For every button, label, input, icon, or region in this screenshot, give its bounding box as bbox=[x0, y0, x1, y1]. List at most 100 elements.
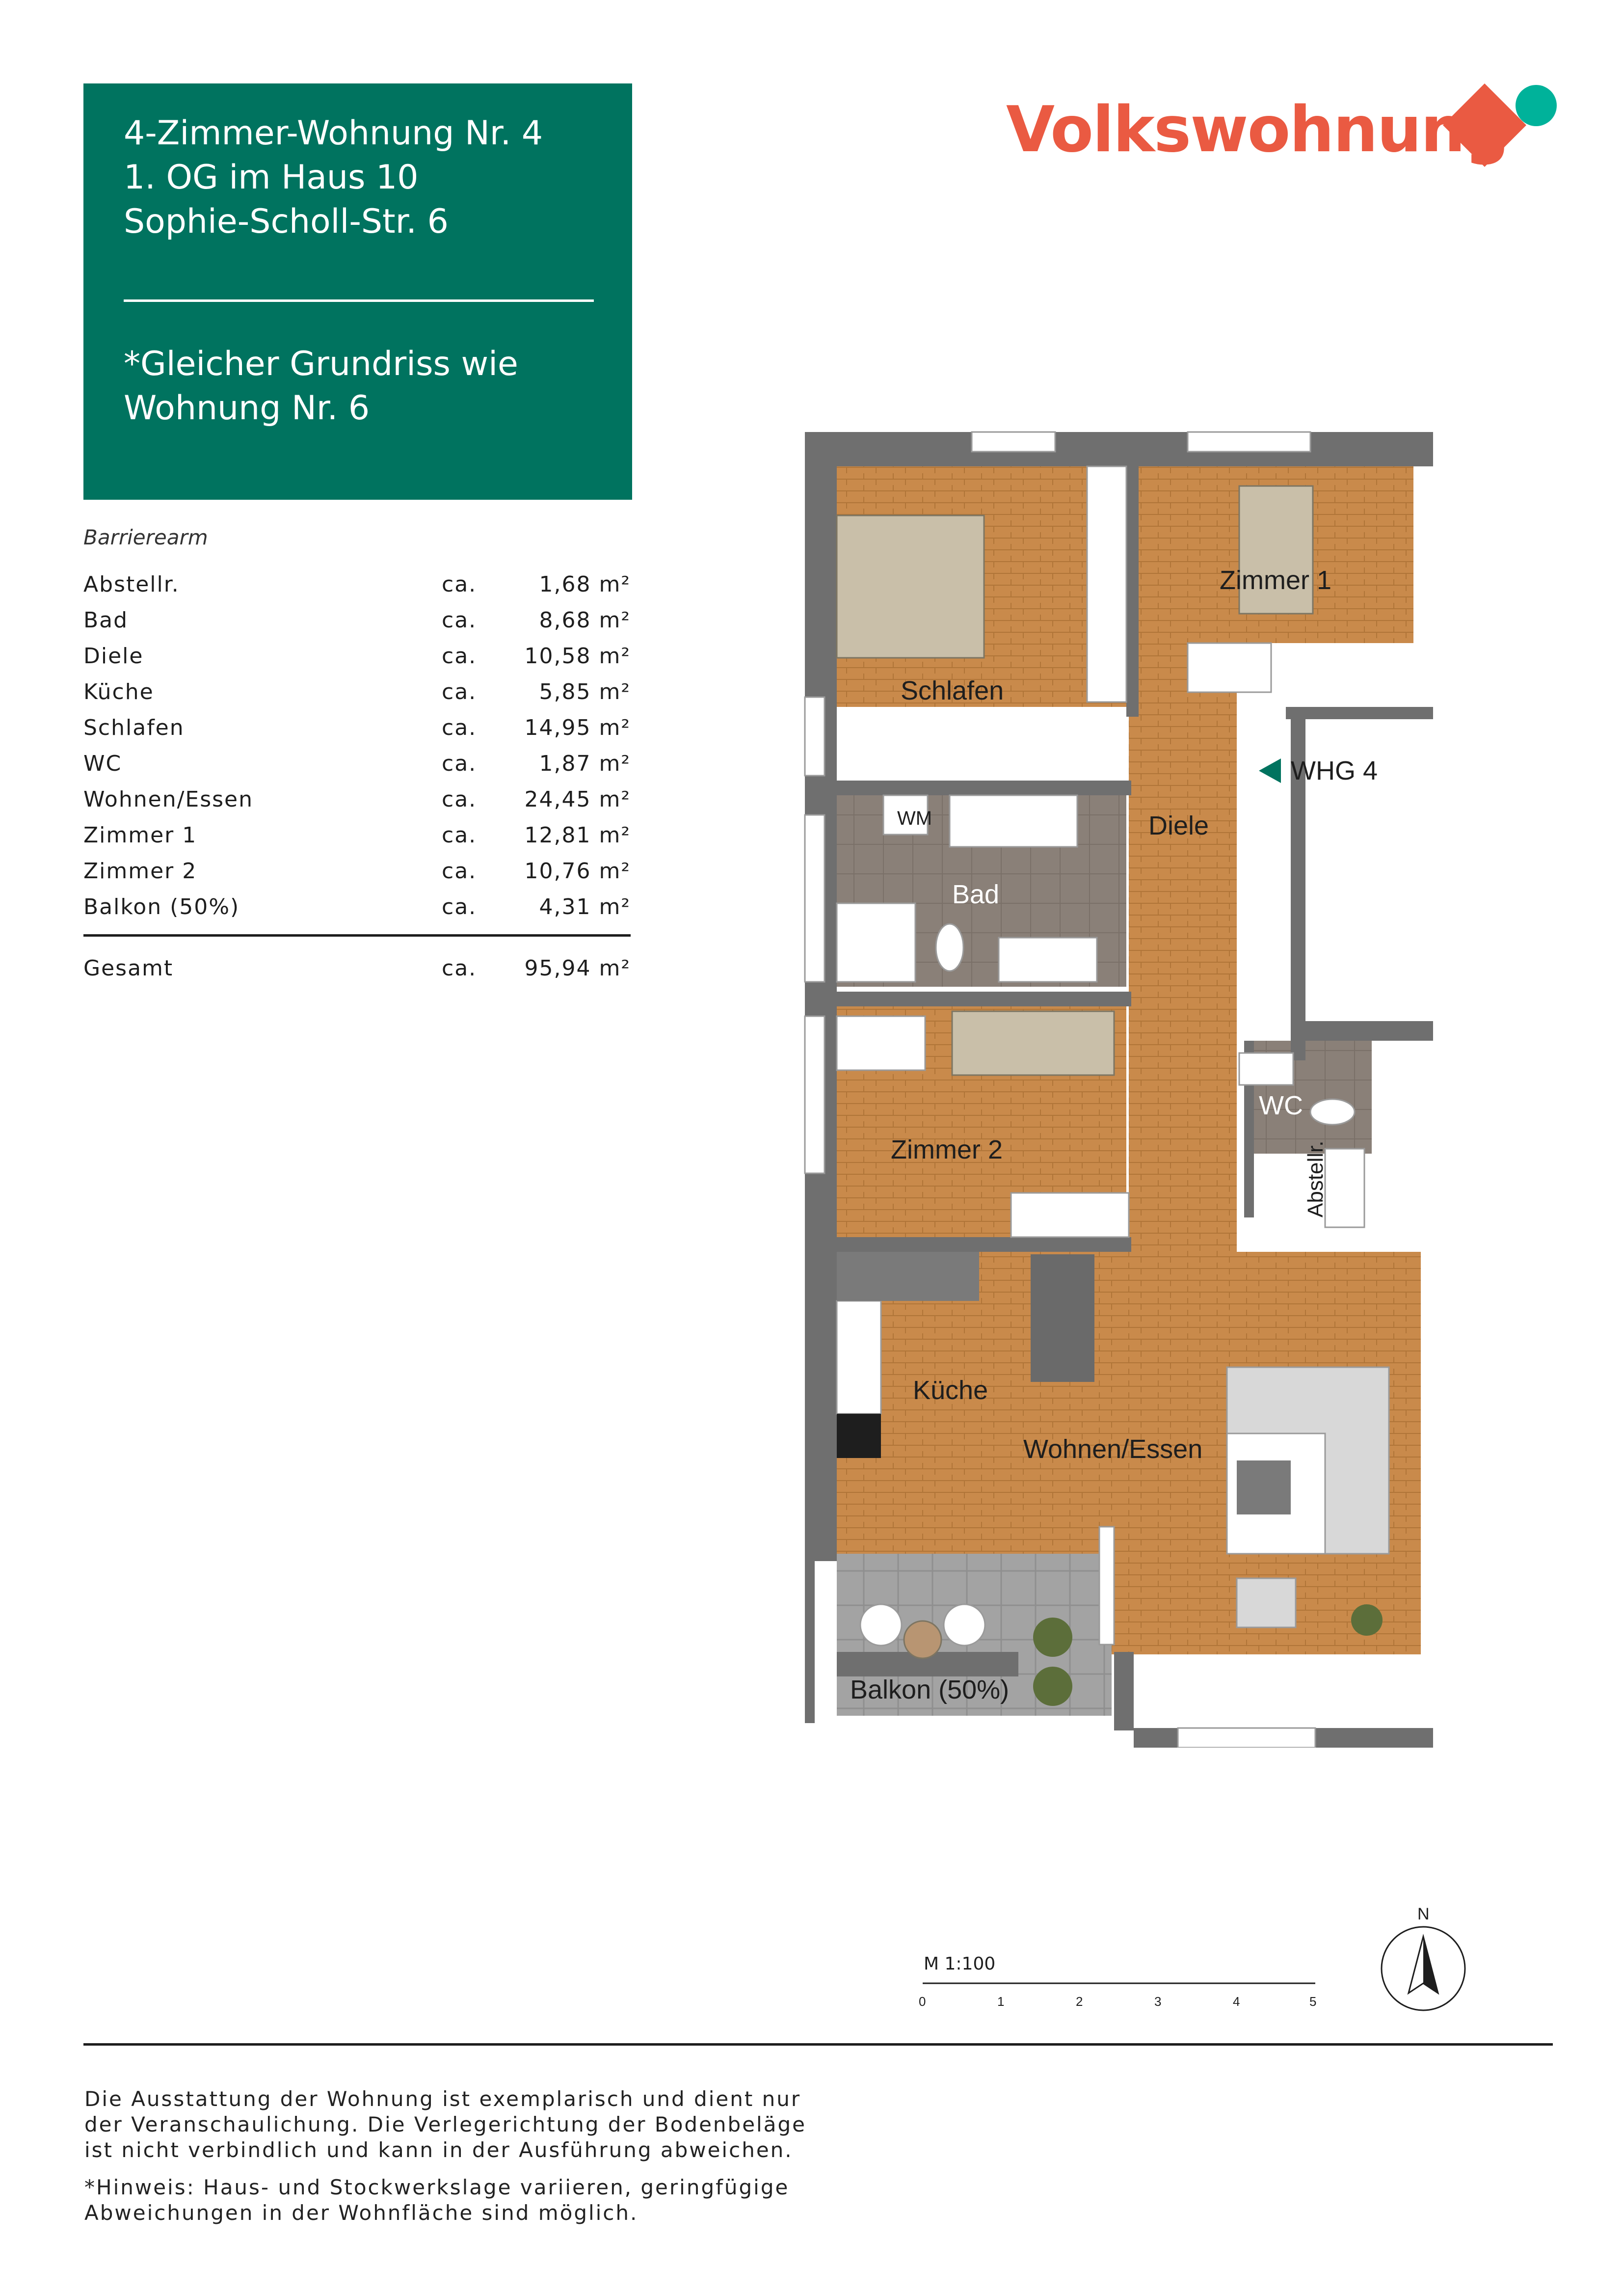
wall bbox=[1291, 707, 1305, 1060]
north-label: N bbox=[1417, 1905, 1430, 1923]
area-ca: ca. bbox=[442, 715, 477, 740]
floor-plan: Schlafen Zimmer 1 Diele Bad WM Zimmer 2 … bbox=[804, 431, 1433, 1748]
window bbox=[804, 814, 825, 983]
desk-zimmer2 bbox=[1010, 1192, 1130, 1238]
area-name: Bad bbox=[83, 608, 129, 633]
area-value: 1,87 m² bbox=[539, 751, 631, 776]
area-ca: ca. bbox=[442, 679, 477, 704]
area-value: 4,31 m² bbox=[539, 894, 631, 919]
wall bbox=[1126, 452, 1139, 717]
area-name: Abstellr. bbox=[83, 572, 180, 597]
total-name: Gesamt bbox=[83, 956, 174, 981]
window bbox=[1187, 431, 1311, 453]
wall bbox=[1286, 707, 1433, 719]
scale-tick-label: 3 bbox=[1154, 1994, 1161, 2009]
room-label-wm: WM bbox=[897, 808, 932, 829]
area-name: Küche bbox=[83, 679, 154, 704]
plant bbox=[1033, 1667, 1072, 1706]
wall bbox=[837, 781, 1131, 795]
balcony-table bbox=[903, 1620, 942, 1659]
wall bbox=[805, 432, 837, 1561]
room-label-schlafen: Schlafen bbox=[901, 676, 1004, 705]
logo-diamond bbox=[1443, 83, 1526, 167]
room-label-zimmer1: Zimmer 1 bbox=[1220, 566, 1331, 595]
toilet bbox=[935, 923, 964, 972]
balcony-chair bbox=[943, 1603, 986, 1647]
desk bbox=[1187, 642, 1272, 693]
compass-needle-shade bbox=[1423, 1937, 1438, 1993]
wardrobe bbox=[1086, 465, 1127, 703]
header-divider bbox=[124, 299, 594, 302]
scale-bar: 0 1 2 3 4 5 bbox=[919, 1982, 1316, 2009]
street-address: Sophie-Scholl-Str. 6 bbox=[124, 202, 449, 241]
apartment-title: 4-Zimmer-Wohnung Nr. 4 bbox=[124, 114, 543, 153]
compass-ring bbox=[1381, 1926, 1466, 2011]
area-table-divider bbox=[83, 934, 631, 937]
barrier-free-label: Barrierearm bbox=[83, 525, 208, 549]
room-label-diele: Diele bbox=[1148, 811, 1209, 840]
area-name: Zimmer 1 bbox=[83, 823, 197, 848]
window bbox=[1177, 1727, 1316, 1748]
area-name: Zimmer 2 bbox=[83, 859, 197, 884]
area-row: Diele ca. 10,58 m² bbox=[83, 644, 631, 679]
floor-house: 1. OG im Haus 10 bbox=[124, 158, 419, 197]
area-name: Diele bbox=[83, 644, 144, 669]
kitchen-counter bbox=[836, 1300, 882, 1415]
area-value: 10,58 m² bbox=[524, 644, 631, 669]
hint-line: *Hinweis: Haus- und Stockwerkslage varii… bbox=[84, 2175, 790, 2199]
area-value: 10,76 m² bbox=[524, 859, 631, 884]
double-sink bbox=[998, 937, 1098, 983]
volkswohnung-logo-text: Volkswohnung bbox=[1006, 93, 1509, 166]
window bbox=[971, 431, 1056, 453]
window bbox=[804, 1015, 825, 1174]
scale-tick-label: 2 bbox=[1076, 1994, 1083, 2009]
wall bbox=[837, 992, 1131, 1006]
area-name: WC bbox=[83, 751, 122, 776]
area-ca: ca. bbox=[442, 751, 477, 776]
area-ca: ca. bbox=[442, 859, 477, 884]
coffee-table bbox=[1237, 1460, 1291, 1514]
shower bbox=[836, 902, 916, 983]
scale-tick-label: 0 bbox=[919, 1994, 926, 2009]
cooktop bbox=[837, 1414, 881, 1458]
area-ca: ca. bbox=[442, 644, 477, 669]
wc-toilet bbox=[1309, 1098, 1356, 1126]
room-label-zimmer2: Zimmer 2 bbox=[891, 1135, 1003, 1164]
area-row: Zimmer 2 ca. 10,76 m² bbox=[83, 859, 631, 894]
wall bbox=[1291, 1021, 1433, 1041]
window bbox=[804, 696, 825, 777]
footer-divider bbox=[83, 2043, 1553, 2046]
room-label-wc: WC bbox=[1259, 1091, 1303, 1120]
dining-table bbox=[1031, 1254, 1094, 1382]
wall bbox=[1114, 1652, 1134, 1730]
area-row: WC ca. 1,87 m² bbox=[83, 751, 631, 787]
room-label-kueche: Küche bbox=[913, 1376, 988, 1405]
single-bed bbox=[1238, 485, 1314, 615]
furniture bbox=[836, 465, 1390, 1706]
area-name: Schlafen bbox=[83, 715, 185, 740]
total-value: 95,94 m² bbox=[524, 956, 631, 981]
volkswohnung-logo-icon bbox=[1443, 83, 1557, 167]
area-value: 1,68 m² bbox=[539, 572, 631, 597]
hint-line: Abweichungen in der Wohnfläche sind mögl… bbox=[84, 2201, 639, 2225]
floorplan-note-line2: Wohnung Nr. 6 bbox=[124, 389, 370, 428]
wall bbox=[837, 1237, 1131, 1252]
windows bbox=[804, 431, 1316, 1748]
disclaimer-line: Die Ausstattung der Wohnung ist exemplar… bbox=[84, 2087, 801, 2111]
logo-dot bbox=[1516, 85, 1557, 126]
entrance-arrow-icon bbox=[1259, 758, 1281, 783]
storage-shelf bbox=[1324, 1148, 1365, 1228]
room-label-bad: Bad bbox=[952, 880, 999, 909]
area-ca: ca. bbox=[442, 894, 477, 919]
plant bbox=[1351, 1604, 1383, 1636]
wall bbox=[805, 432, 1433, 466]
shelf bbox=[836, 1015, 926, 1071]
balcony-chair bbox=[859, 1603, 903, 1647]
tv-sideboard bbox=[1098, 1526, 1115, 1646]
